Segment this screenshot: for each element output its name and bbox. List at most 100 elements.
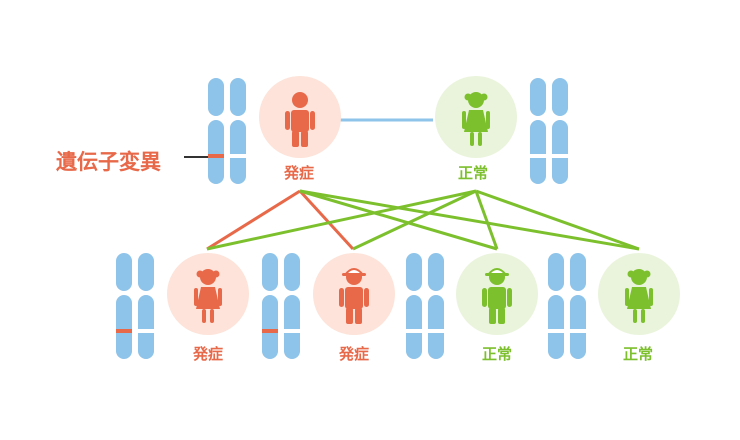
chromosome-arm bbox=[548, 295, 564, 359]
dress bbox=[627, 287, 651, 309]
child-3-chromosomes bbox=[406, 253, 444, 359]
arm bbox=[194, 288, 198, 306]
mother-child-4-line bbox=[475, 189, 640, 251]
chromosome-arm bbox=[116, 295, 132, 359]
male-person-icon bbox=[285, 92, 315, 147]
chromosome-arm bbox=[570, 295, 586, 359]
chromosome-arm bbox=[530, 78, 546, 116]
head bbox=[200, 269, 216, 285]
arm bbox=[364, 288, 369, 307]
girl-person-icon bbox=[625, 269, 653, 323]
father-child-2-line bbox=[298, 189, 355, 251]
child-1-status-label: 発症 bbox=[192, 345, 223, 363]
child-2-status-label: 発症 bbox=[338, 345, 369, 363]
chromosome-arm bbox=[138, 253, 154, 291]
leg bbox=[292, 131, 299, 147]
leg bbox=[355, 308, 362, 324]
father-status-label: 発症 bbox=[283, 164, 314, 182]
chromosome-stripe bbox=[138, 329, 154, 333]
arm bbox=[649, 288, 653, 306]
father-child-1-line bbox=[206, 189, 301, 251]
arm bbox=[218, 288, 222, 306]
boy-cap-person-icon bbox=[482, 268, 512, 324]
child-1-chromosomes bbox=[116, 253, 154, 359]
father-child-3-line bbox=[299, 189, 498, 251]
chromosome-arm bbox=[428, 253, 444, 291]
hair bbox=[643, 270, 651, 278]
chromosome-stripe bbox=[428, 329, 444, 333]
child-2-chromosomes bbox=[262, 253, 300, 359]
chromosome-arm bbox=[262, 295, 278, 359]
hair bbox=[627, 270, 635, 278]
female-person-icon bbox=[462, 92, 490, 146]
chromosome-arm bbox=[208, 120, 224, 184]
chromosome-stripe bbox=[284, 329, 300, 333]
cap-brim bbox=[342, 273, 366, 276]
chromosome-stripe bbox=[406, 329, 422, 333]
hair bbox=[212, 270, 220, 278]
arm bbox=[486, 111, 490, 129]
mother-child-2-line bbox=[352, 189, 477, 251]
cap-brim bbox=[485, 273, 509, 276]
chromosome-stripe bbox=[530, 154, 546, 158]
leg bbox=[346, 308, 353, 324]
chromosome-arm bbox=[284, 253, 300, 291]
mother-child-3-line bbox=[474, 190, 499, 250]
leg bbox=[470, 132, 474, 146]
child-3-status-label: 正常 bbox=[481, 345, 512, 363]
mother-child-1-line bbox=[206, 189, 477, 251]
chromosome-arm bbox=[116, 253, 132, 291]
child-4-status-label: 正常 bbox=[622, 345, 653, 363]
chromosome-arm bbox=[530, 120, 546, 184]
girl-person-icon bbox=[194, 269, 222, 323]
chromosome-arm bbox=[570, 253, 586, 291]
father-child-4-line bbox=[299, 189, 640, 251]
chromosome-stripe bbox=[548, 329, 564, 333]
mutation-band bbox=[262, 329, 278, 333]
torso bbox=[345, 287, 363, 309]
arm bbox=[625, 288, 629, 306]
child-4-chromosomes bbox=[548, 253, 586, 359]
chromosome-stripe bbox=[230, 154, 246, 158]
inheritance-lines bbox=[206, 118, 640, 251]
father-chromosomes bbox=[208, 78, 246, 184]
chromosome-stripe bbox=[552, 154, 568, 158]
hair bbox=[196, 270, 204, 278]
arm bbox=[339, 288, 344, 307]
leg bbox=[641, 309, 645, 323]
head bbox=[292, 92, 308, 108]
head bbox=[468, 92, 484, 108]
chromosome-arm bbox=[284, 295, 300, 359]
chromosome-arm bbox=[138, 295, 154, 359]
leg bbox=[633, 309, 637, 323]
chromosome-arm bbox=[230, 78, 246, 116]
hair bbox=[464, 93, 472, 101]
torso bbox=[488, 287, 506, 309]
head bbox=[631, 269, 647, 285]
chromosome-stripe bbox=[570, 329, 586, 333]
mutation-band bbox=[208, 154, 224, 158]
arm bbox=[482, 288, 487, 307]
dress bbox=[196, 287, 220, 309]
mother-status-label: 正常 bbox=[457, 164, 488, 182]
mutation-band bbox=[116, 329, 132, 333]
chromosome-arm bbox=[230, 120, 246, 184]
chromosome-arm bbox=[552, 120, 568, 184]
chromosome-arm bbox=[548, 253, 564, 291]
arm bbox=[310, 111, 315, 130]
chromosome-arm bbox=[406, 295, 422, 359]
torso bbox=[291, 110, 309, 132]
boy-cap-person-icon bbox=[339, 268, 369, 324]
chromosome-arm bbox=[552, 78, 568, 116]
arm bbox=[285, 111, 290, 130]
mother-chromosomes bbox=[530, 78, 568, 184]
leg bbox=[498, 308, 505, 324]
chromosome-arm bbox=[406, 253, 422, 291]
arm bbox=[507, 288, 512, 307]
leg bbox=[210, 309, 214, 323]
leg bbox=[478, 132, 482, 146]
leg bbox=[301, 131, 308, 147]
arm bbox=[462, 111, 466, 129]
